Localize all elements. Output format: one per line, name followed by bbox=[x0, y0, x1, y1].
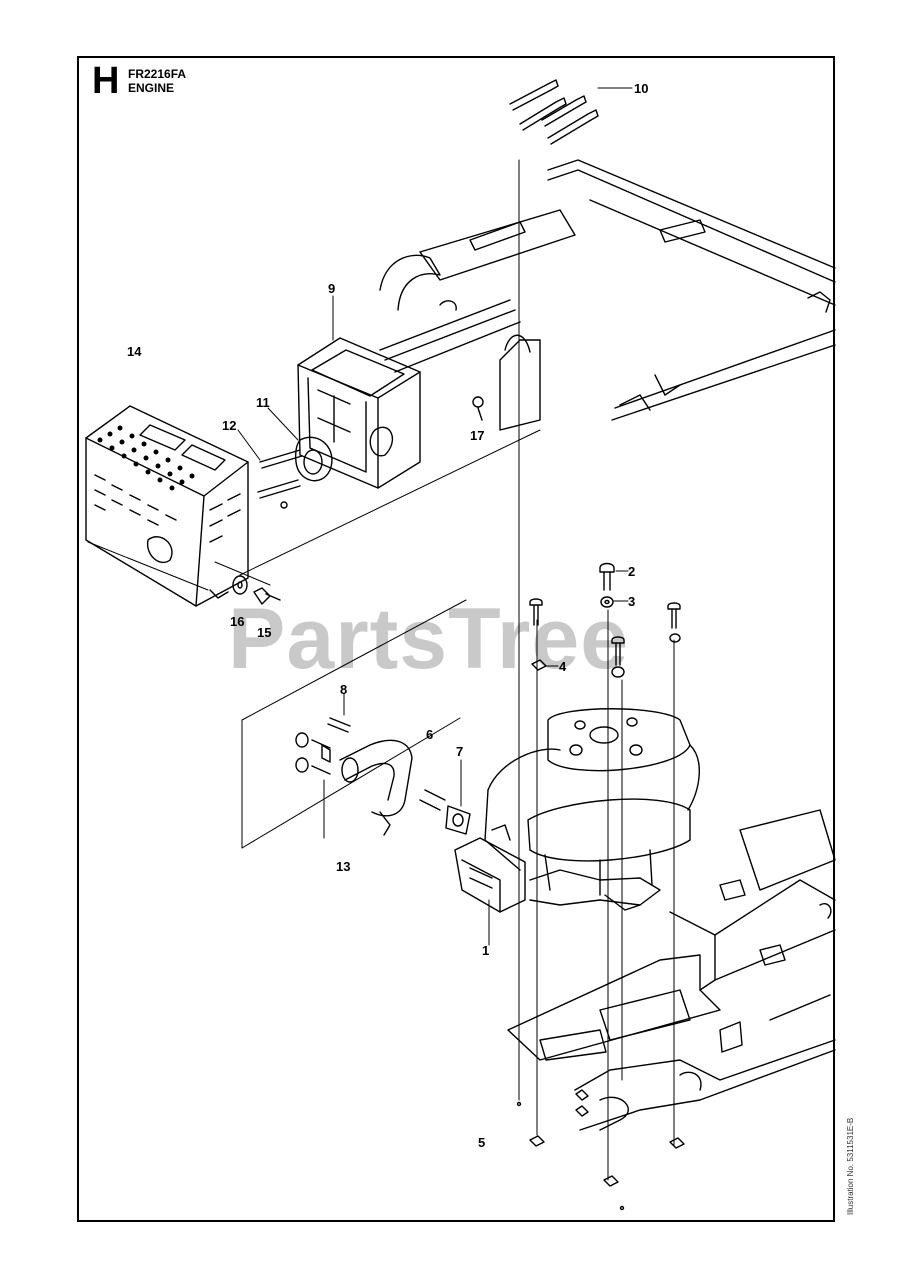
assembly-leaders bbox=[87, 429, 541, 849]
exhaust-pipe-6 bbox=[339, 739, 446, 836]
callout-9[interactable]: 9 bbox=[328, 281, 336, 296]
callout-2[interactable]: 2 bbox=[628, 564, 636, 579]
callout-15[interactable]: 15 bbox=[257, 625, 272, 640]
chassis-lower bbox=[507, 809, 836, 1131]
screw-17 bbox=[472, 396, 484, 421]
muffler-9 bbox=[297, 295, 521, 489]
section-letter: H bbox=[92, 60, 120, 102]
callout-7[interactable]: 7 bbox=[456, 744, 464, 759]
illustration-code: Illustration No. 5311531E-B bbox=[846, 1117, 855, 1215]
section-title: ENGINE bbox=[128, 81, 175, 95]
washer-16 bbox=[232, 575, 248, 595]
flange-11 bbox=[267, 407, 333, 482]
washer-3 bbox=[600, 596, 629, 608]
callout-1[interactable]: 1 bbox=[482, 943, 490, 958]
screw-2 bbox=[599, 562, 629, 591]
callout-10[interactable]: 10 bbox=[634, 81, 649, 96]
misc-fasteners bbox=[516, 598, 685, 1211]
heat-shield-14 bbox=[85, 405, 249, 607]
screw-15 bbox=[253, 587, 281, 605]
callout-16[interactable]: 16 bbox=[230, 614, 245, 629]
screw-4 bbox=[531, 659, 559, 671]
screws-12 bbox=[237, 429, 303, 509]
callout-5[interactable]: 5 bbox=[478, 1135, 486, 1150]
callout-14[interactable]: 14 bbox=[127, 344, 142, 359]
callout-12[interactable]: 12 bbox=[222, 418, 237, 433]
chassis-frame-top bbox=[379, 159, 836, 431]
engine-1 bbox=[454, 708, 700, 946]
gasket-7 bbox=[445, 759, 471, 835]
bolt-set-10 bbox=[509, 79, 633, 145]
bolts-8 bbox=[295, 693, 351, 775]
callout-4[interactable]: 4 bbox=[559, 659, 567, 674]
model-code: FR2216FA bbox=[128, 67, 187, 81]
callout-8[interactable]: 8 bbox=[340, 682, 348, 697]
callout-11[interactable]: 11 bbox=[256, 395, 270, 410]
alignment-lines bbox=[323, 159, 675, 1181]
callout-13[interactable]: 13 bbox=[336, 859, 351, 874]
callout-17[interactable]: 17 bbox=[470, 428, 485, 443]
callout-3[interactable]: 3 bbox=[628, 594, 636, 609]
callout-6[interactable]: 6 bbox=[426, 727, 434, 742]
diagram-frame bbox=[77, 56, 835, 1222]
watermark: PartsTree bbox=[228, 591, 630, 687]
